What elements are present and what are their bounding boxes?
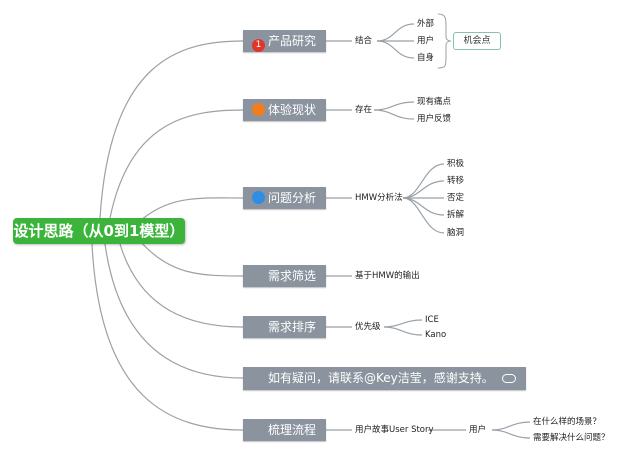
subtopic-user-story[interactable]: 用户故事User Story bbox=[355, 425, 434, 435]
leaf-ice[interactable]: ICE bbox=[425, 315, 439, 325]
empty-marker-icon bbox=[252, 371, 265, 384]
link-root-topic7 bbox=[91, 243, 244, 431]
topic-problem-analysis[interactable]: 问题分析 bbox=[243, 187, 327, 209]
summary-opportunity[interactable]: 机会点 bbox=[453, 32, 501, 50]
priority-1-icon: 1 bbox=[252, 39, 265, 52]
subtopic-user[interactable]: 用户 bbox=[469, 425, 487, 435]
topic-contact-note[interactable]: 如有疑问，请联系@Key洁莹，感谢支持。 bbox=[243, 367, 526, 390]
link-root-topic3 bbox=[139, 197, 244, 222]
topic-label: 梳理流程 bbox=[268, 423, 317, 437]
topic-requirement-sort[interactable]: 需求排序 bbox=[243, 316, 327, 338]
empty-marker-icon bbox=[252, 320, 265, 333]
root-topic[interactable]: 设计思路（从0到1模型） bbox=[13, 218, 185, 244]
topic-requirement-filter[interactable]: 需求筛选 bbox=[243, 265, 327, 287]
link-root-topic5 bbox=[119, 243, 244, 328]
topic-flow-sorting[interactable]: 梳理流程 bbox=[243, 419, 327, 441]
subtopic-priority[interactable]: 优先级 bbox=[355, 322, 381, 332]
topic-label: 产品研究 bbox=[268, 34, 317, 48]
leaf-problem[interactable]: 需要解决什么问题？ bbox=[533, 433, 610, 443]
leaf-brainstorm[interactable]: 脑洞 bbox=[447, 228, 465, 238]
leaf-transfer[interactable]: 转移 bbox=[447, 176, 465, 186]
link-root-topic2 bbox=[109, 109, 244, 219]
topic-label: 问题分析 bbox=[268, 191, 317, 205]
link-icon[interactable] bbox=[501, 374, 516, 383]
topic-label: 如有疑问，请联系@Key洁莹，感谢支持。 bbox=[268, 371, 494, 385]
leaf-positive[interactable]: 积极 bbox=[447, 159, 465, 169]
orange-marker-icon bbox=[252, 103, 265, 116]
leaf-user-feedback[interactable]: 用户反馈 bbox=[417, 114, 452, 124]
link-root-topic1 bbox=[99, 40, 244, 219]
empty-marker-icon bbox=[252, 269, 265, 282]
leaf-external[interactable]: 外部 bbox=[417, 19, 435, 29]
link-root-topic6 bbox=[104, 243, 244, 379]
leaf-kano[interactable]: Kano bbox=[425, 330, 447, 340]
subtopic-combine[interactable]: 结合 bbox=[355, 36, 373, 46]
leaf-split[interactable]: 拆解 bbox=[447, 210, 465, 220]
leaf-scenario[interactable]: 在什么样的场景？ bbox=[533, 417, 602, 427]
leaf-pain-points[interactable]: 现有痛点 bbox=[417, 97, 452, 107]
topic-label: 需求筛选 bbox=[268, 269, 317, 283]
subtopic-hmw-output[interactable]: 基于HMW的输出 bbox=[355, 271, 420, 281]
topic-experience-status[interactable]: 体验现状 bbox=[243, 99, 327, 121]
subtopic-hmw[interactable]: HMW分析法 bbox=[355, 193, 403, 203]
blue-marker-icon bbox=[252, 191, 265, 204]
link-root-topic4 bbox=[139, 240, 244, 277]
subtopic-exist[interactable]: 存在 bbox=[355, 105, 373, 115]
summary-bracket bbox=[437, 13, 452, 69]
leaf-self[interactable]: 自身 bbox=[417, 53, 435, 63]
leaf-user[interactable]: 用户 bbox=[417, 36, 435, 46]
empty-marker-icon bbox=[252, 423, 265, 436]
topic-label: 体验现状 bbox=[268, 103, 317, 117]
topic-label: 需求排序 bbox=[268, 320, 317, 334]
leaf-negate[interactable]: 否定 bbox=[447, 193, 465, 203]
